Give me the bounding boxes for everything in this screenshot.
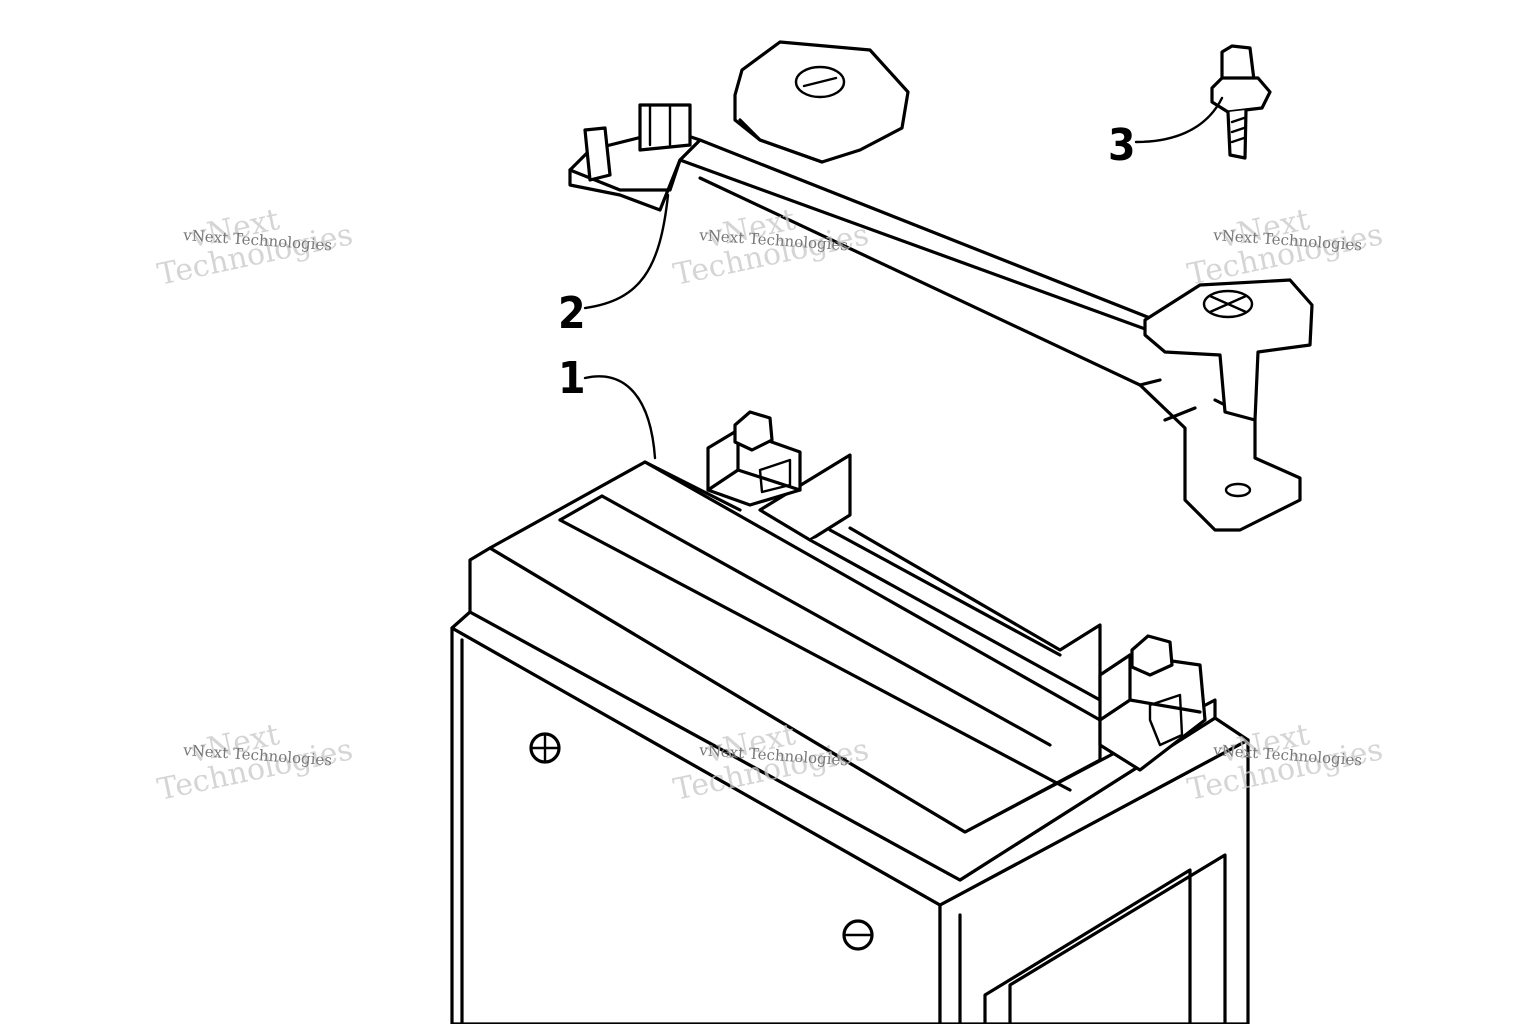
- callout-3: 3: [1108, 96, 1224, 171]
- leader-line-2: [583, 193, 670, 310]
- battery-terminal-right: [1098, 634, 1207, 772]
- plus-terminal-mark-icon: [529, 732, 561, 764]
- leader-line-3: [1134, 96, 1224, 144]
- callout-1: 1: [558, 353, 657, 460]
- minus-terminal-mark-icon: [842, 919, 874, 951]
- battery-terminal-left: [706, 410, 802, 507]
- callout-label-3: 3: [1108, 120, 1136, 171]
- hold-down-bolt: [1210, 44, 1272, 160]
- callout-2: 2: [558, 193, 670, 339]
- callout-label-1: 1: [558, 353, 586, 404]
- battery-hold-down-bracket: [568, 40, 1314, 532]
- callout-label-2: 2: [558, 288, 586, 339]
- battery: [450, 410, 1250, 1024]
- leader-line-1: [583, 375, 657, 460]
